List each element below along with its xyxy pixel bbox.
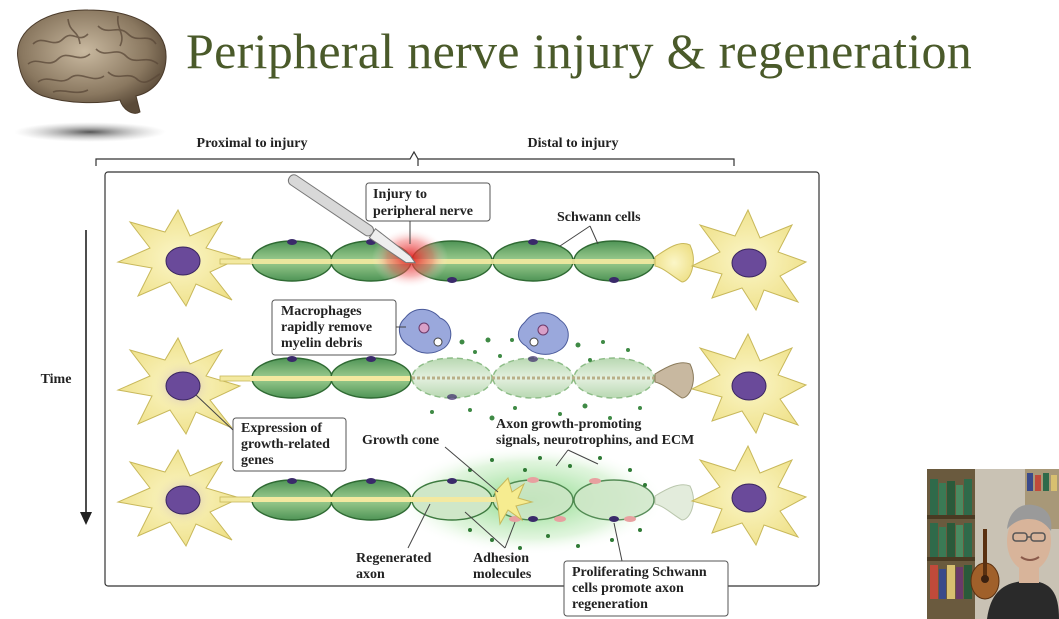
presenter-webcam bbox=[927, 469, 1059, 619]
row-2-degeneration bbox=[116, 308, 808, 436]
injury-callout-line2: peripheral nerve bbox=[373, 204, 473, 219]
row-1-intact-nerve bbox=[116, 174, 808, 312]
scalpel bbox=[287, 174, 417, 264]
proximal-label: Proximal to injury bbox=[197, 136, 308, 151]
expression-callout-box bbox=[232, 417, 347, 472]
macrophages-callout-line1: Macrophages bbox=[281, 304, 362, 319]
signals-callout-line2: signals, neurotrophins, and ECM bbox=[496, 433, 694, 448]
growth-cone bbox=[494, 477, 534, 526]
signals-callout-line1: Axon growth-promoting bbox=[496, 417, 641, 432]
injury-callout-box bbox=[365, 182, 491, 222]
adhesion-line1: Adhesion bbox=[473, 551, 529, 566]
expression-callout-line3: genes bbox=[241, 453, 274, 468]
schwann-cells-label: Schwann cells bbox=[557, 210, 641, 225]
growth-cone-label: Growth cone bbox=[362, 433, 439, 448]
expression-callout-line2: growth-related bbox=[241, 437, 330, 452]
proliferating-callout-line1: Proliferating Schwann bbox=[572, 565, 707, 580]
distal-bracket bbox=[418, 158, 735, 166]
expression-callout-line1: Expression of bbox=[241, 421, 322, 436]
macrophages-callout-line3: myelin debris bbox=[281, 336, 363, 351]
proliferating-callout-box bbox=[563, 560, 729, 617]
macrophages-callout-line2: rapidly remove bbox=[281, 320, 372, 335]
regenerated-axon-line1: Regenerated bbox=[356, 551, 432, 566]
regenerated-axon-line2: axon bbox=[356, 567, 385, 582]
distal-label: Distal to injury bbox=[528, 136, 619, 151]
proximal-bracket bbox=[95, 150, 419, 166]
brain-illustration bbox=[14, 9, 167, 142]
slide-title: Peripheral nerve injury & regeneration bbox=[186, 23, 973, 79]
proliferating-callout-line3: regeneration bbox=[572, 597, 648, 612]
row-3-regeneration bbox=[116, 444, 808, 555]
presenter-video-frame bbox=[927, 469, 1059, 619]
injury-callout-line1: Injury to bbox=[373, 187, 427, 202]
time-arrow bbox=[80, 230, 92, 525]
adhesion-line2: molecules bbox=[473, 567, 532, 582]
time-label: Time bbox=[41, 372, 72, 387]
proliferating-callout-line2: cells promote axon bbox=[572, 581, 684, 596]
